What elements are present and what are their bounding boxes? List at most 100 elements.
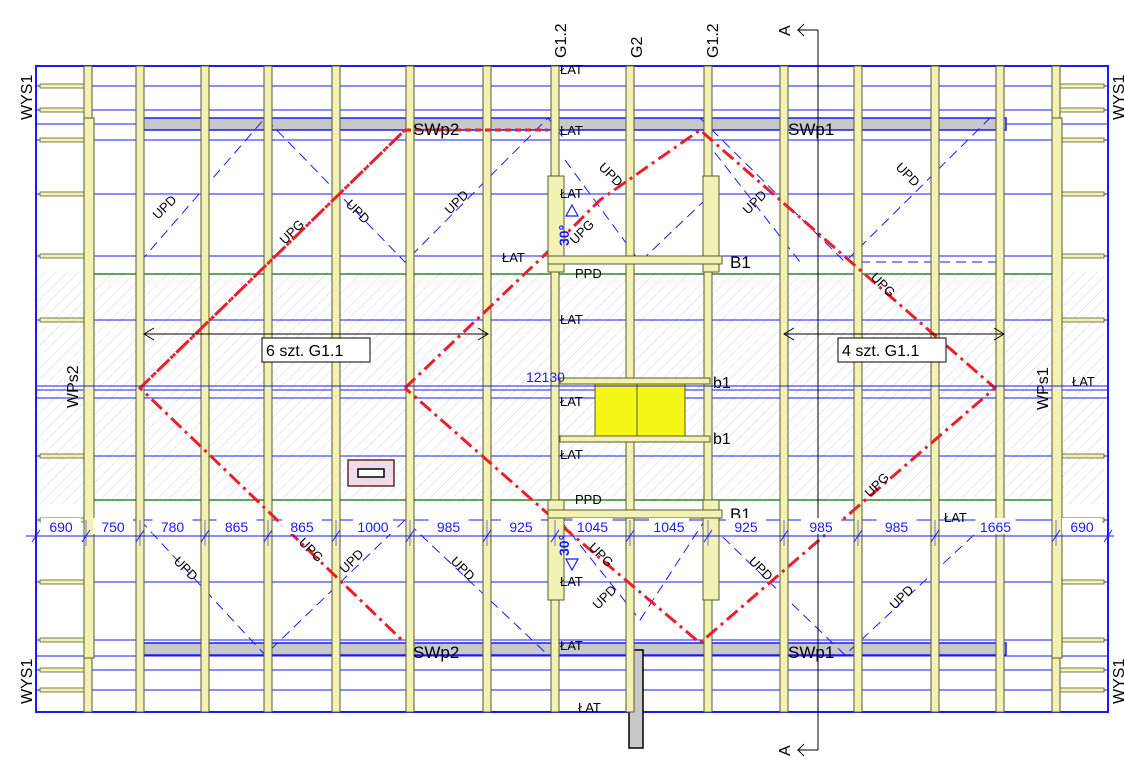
ladder-left (83, 117, 95, 659)
vent-symbol-inner (357, 468, 385, 478)
rafter (200, 65, 210, 713)
upd-tag: UPD (150, 192, 180, 222)
rafter (263, 65, 273, 713)
upd-tag: UPD (740, 187, 770, 217)
dimension-label: 925 (734, 519, 758, 535)
ppd-tag-lower: PPD (575, 492, 602, 507)
beam-label-b1-small-2: b1 (713, 431, 731, 448)
dimension-label: 1665 (980, 519, 1011, 535)
blocking (39, 687, 85, 693)
grid-label-g12-right: G1.2 (705, 23, 722, 58)
upg-tag: UPG (586, 540, 617, 571)
blocking (39, 579, 85, 585)
upd-tag: UPD (893, 160, 923, 190)
angle-arrow-top (564, 203, 580, 217)
dimension-label: 865 (225, 519, 249, 535)
blocking (39, 253, 85, 259)
upd-tag: UPD (343, 197, 373, 227)
rafter (930, 65, 940, 713)
beam-label-b1-small-1: b1 (713, 375, 731, 392)
rafter (703, 65, 713, 713)
lat-tag: ŁAT (578, 700, 601, 715)
angle-label-bottom: 30° (556, 535, 572, 556)
blocking (39, 453, 85, 459)
blocking (1059, 191, 1105, 197)
dimension-label: 985 (885, 519, 909, 535)
wall-label-wps1: WPs1 (1035, 367, 1052, 410)
dimension-label: 865 (290, 519, 314, 535)
count-arrowhead-right-a (783, 327, 795, 341)
wall-label-wys1-bottom-left: WYS1 (19, 659, 36, 704)
beam-label-swp1-bottom: SWp1 (788, 643, 834, 662)
dimension-label-bg (726, 518, 766, 534)
upg-hip-lines (137, 128, 998, 645)
dimension-label-bg (801, 518, 841, 534)
rafter (482, 65, 492, 713)
dimension-label-bg (93, 518, 133, 534)
grid-label-g12-left: G1.2 (553, 23, 570, 58)
section-label-top: A (777, 25, 794, 36)
blocking (39, 637, 85, 643)
section-arrow-top (796, 23, 818, 37)
upd-tag: UPD (590, 582, 620, 612)
lat-tag: ŁAT (560, 638, 583, 653)
lat-tag: ŁAT (560, 186, 583, 201)
count-label-left: 6 szt. G1.1 (266, 343, 343, 360)
dimension-label: 1045 (577, 519, 608, 535)
blocking (1059, 667, 1105, 673)
upd-tag: UPD (448, 554, 478, 584)
count-arrowhead-right-b (993, 327, 1005, 341)
upd-tag: UPD (887, 582, 917, 612)
blocking (1059, 637, 1105, 643)
grid-label-g2: G2 (629, 37, 646, 58)
blocking (1059, 687, 1105, 693)
dimension-label: 925 (509, 519, 533, 535)
blocking (1059, 453, 1105, 459)
upd-tag: UPD (442, 187, 472, 217)
dimension-label-bg (975, 518, 1016, 534)
dimension-label-bg (216, 518, 257, 534)
blocking (39, 191, 85, 197)
dimension-label-bg (428, 518, 469, 534)
dimension-label-bg (41, 518, 81, 534)
rafter (331, 65, 341, 713)
dimension-label-bg (282, 518, 322, 534)
lat-tag: ŁAT (560, 394, 583, 409)
rafter (853, 65, 863, 713)
rafter (550, 65, 560, 713)
lat-tag: ŁAT (560, 62, 583, 77)
dimension-label-bg (353, 518, 393, 534)
count-label-right: 4 szt. G1.1 (842, 343, 919, 360)
lat-tag: ŁAT (560, 447, 583, 462)
dimension-label: 690 (49, 519, 73, 535)
rafter (779, 65, 789, 713)
blocking (1059, 579, 1105, 585)
hatched-zone (38, 272, 1104, 504)
blocking (39, 317, 85, 323)
dimension-label: 780 (161, 519, 185, 535)
dimension-label-bg (152, 518, 193, 534)
lat-tag: ŁAT (1072, 374, 1095, 389)
dimension-label-bg (876, 518, 917, 534)
lat-tag: ŁAT (560, 123, 583, 138)
roof-window-opening (594, 383, 686, 437)
count-box-right (837, 337, 947, 363)
dimension-label: 985 (437, 519, 461, 535)
beam-label-swp1-top: SWp1 (788, 120, 834, 139)
section-label-bottom: A (777, 745, 794, 756)
angle-label-top: 30° (556, 225, 572, 246)
blocking (1059, 107, 1105, 113)
blocking (39, 667, 85, 673)
dimension-label: 690 (1070, 519, 1094, 535)
dimension-label-bg (572, 518, 613, 534)
dimension-label: 985 (809, 519, 833, 535)
lat-tag: ŁAT (560, 574, 583, 589)
overall-dimension-label: 12130 (526, 369, 565, 385)
blocking (39, 137, 85, 143)
upd-tag: UPD (337, 546, 367, 576)
upg-tag: UPG (296, 535, 327, 566)
angle-arrow-bottom (564, 558, 580, 572)
count-arrowhead-left-a (143, 327, 155, 341)
dimension-label: 1045 (653, 519, 684, 535)
